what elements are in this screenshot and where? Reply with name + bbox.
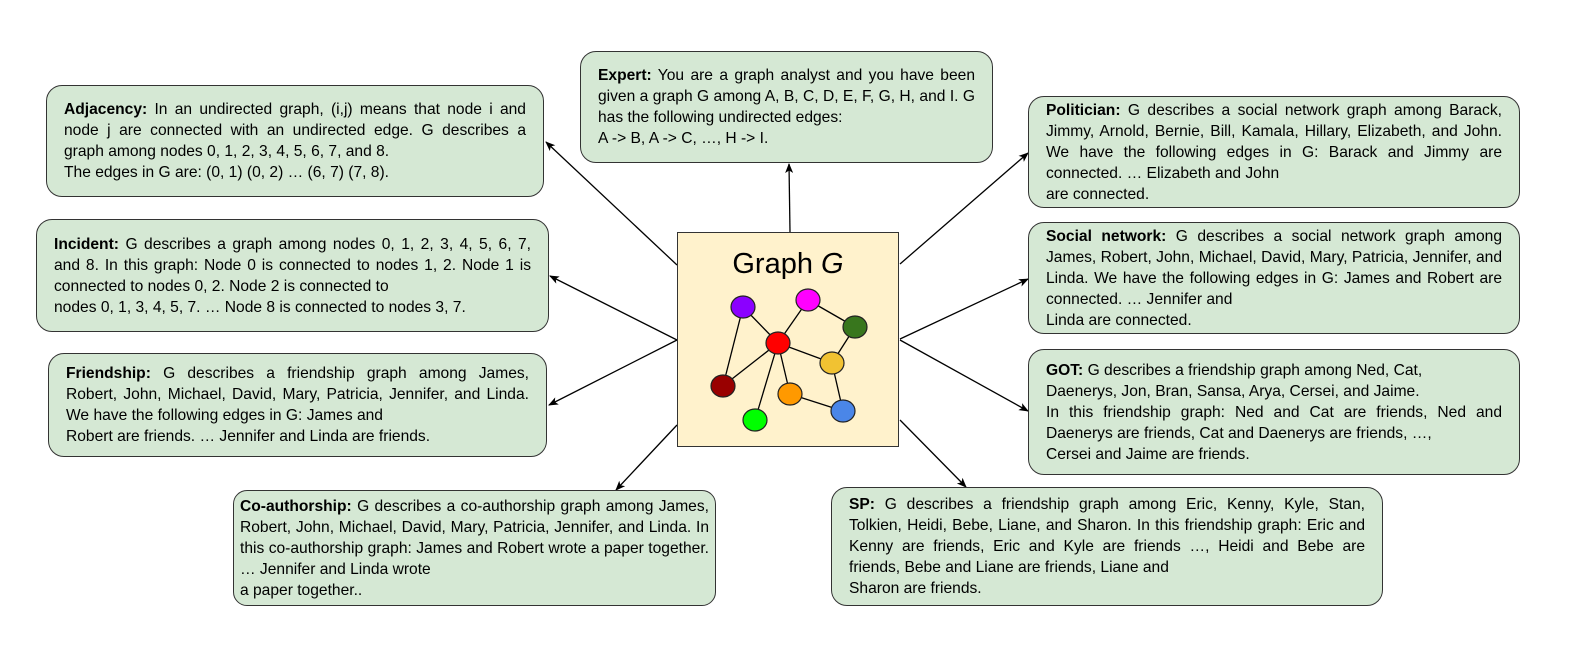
got-last-line: Cersei and Jaime are friends. bbox=[1046, 445, 1250, 463]
graph-node-darkgreen bbox=[842, 315, 868, 339]
graph-edge-red-green bbox=[754, 342, 779, 421]
friendship-text: G describes a friendship graph among Jam… bbox=[66, 365, 529, 424]
got-line-2: Daenerys, Jon, Bran, Sansa, Arya, Cersei… bbox=[1046, 382, 1420, 400]
expert-label: Expert: bbox=[598, 67, 652, 84]
incident-text: G describes a graph among nodes 0, 1, 2,… bbox=[54, 235, 531, 295]
graph-node-yellow bbox=[819, 351, 845, 375]
arrow-to-sp bbox=[899, 419, 967, 488]
coauthorship-label: Co-authorship: bbox=[240, 497, 352, 515]
social-network-last-line: Linda are connected. bbox=[1046, 311, 1192, 329]
graph-node-orange bbox=[777, 382, 803, 406]
politician-label: Politician: bbox=[1046, 101, 1121, 119]
social-network-prompt-box: Social network: G describes a social net… bbox=[1028, 222, 1520, 334]
sp-prompt-box: SP: G describes a friendship graph among… bbox=[831, 487, 1383, 606]
arrow-to-expert bbox=[785, 163, 794, 233]
got-prompt-box: GOT: G describes a friendship graph amon… bbox=[1028, 349, 1520, 475]
arrow-to-coauthorship bbox=[615, 424, 678, 491]
arrow-to-friendship bbox=[548, 339, 678, 406]
graph-node-darkred bbox=[710, 374, 736, 398]
graph-illustration bbox=[710, 288, 868, 432]
expert-text: You are a graph analyst and you have bee… bbox=[598, 67, 975, 126]
graph-node-red bbox=[765, 331, 791, 355]
graph-node-purple bbox=[730, 295, 756, 319]
adjacency-prompt-box: Adjacency: In an undirected graph, (i,j)… bbox=[46, 85, 544, 197]
expert-last-line: A -> B, A -> C, …, H -> I. bbox=[598, 130, 769, 147]
coauthorship-prompt-box: Co-authorship: G describes a co-authorsh… bbox=[233, 490, 716, 606]
friendship-last-line: Robert are friends. … Jennifer and Linda… bbox=[66, 428, 431, 445]
sp-last-line: Sharon are friends. bbox=[849, 580, 982, 597]
graph-node-blue bbox=[830, 399, 856, 423]
friendship-prompt-box: Friendship: G describes a friendship gra… bbox=[48, 353, 547, 457]
adjacency-last-line: The edges in G are: (0, 1) (0, 2) … (6, … bbox=[64, 164, 389, 181]
politician-last-line: are connected. bbox=[1046, 185, 1150, 203]
graph-node-green bbox=[742, 408, 768, 432]
politician-prompt-box: Politician: G describes a social network… bbox=[1028, 96, 1520, 208]
got-text-3: In this friendship graph: Ned and Cat ar… bbox=[1046, 403, 1502, 442]
got-label: GOT: bbox=[1046, 361, 1084, 379]
graph-title-prefix: Graph bbox=[732, 248, 822, 280]
arrow-to-politician bbox=[899, 152, 1029, 265]
arrow-to-got bbox=[899, 339, 1029, 412]
coauthorship-text: G describes a co-authorship graph among … bbox=[240, 497, 709, 578]
coauthorship-last-line: a paper together.. bbox=[240, 581, 363, 599]
graph-title-variable: G bbox=[821, 248, 844, 280]
social-network-label: Social network: bbox=[1046, 227, 1167, 245]
social-network-text: G describes a social network graph among… bbox=[1046, 227, 1502, 308]
arrow-to-incident bbox=[549, 275, 678, 341]
expert-prompt-box: Expert: You are a graph analyst and you … bbox=[580, 51, 993, 163]
sp-text: G describes a friendship graph among Eri… bbox=[849, 496, 1365, 576]
graph-node-magenta bbox=[795, 288, 821, 312]
got-text: G describes a friendship graph among Ned… bbox=[1083, 361, 1423, 379]
graph-title: Graph G bbox=[678, 247, 898, 281]
incident-last-line: nodes 0, 1, 3, 4, 5, 7. … Node 8 is conn… bbox=[54, 298, 466, 316]
arrow-to-social-network bbox=[899, 278, 1029, 340]
politician-text: G describes a social network graph among… bbox=[1046, 101, 1502, 182]
graph-edge-purple-darkred bbox=[722, 306, 744, 387]
adjacency-text: In an undirected graph, (i,j) means that… bbox=[64, 101, 526, 160]
sp-label: SP: bbox=[849, 496, 875, 513]
graph-g-panel: Graph G bbox=[677, 232, 899, 447]
friendship-label: Friendship: bbox=[66, 365, 151, 382]
incident-label: Incident: bbox=[54, 235, 119, 253]
incident-prompt-box: Incident: G describes a graph among node… bbox=[36, 219, 549, 332]
adjacency-label: Adjacency: bbox=[64, 101, 148, 118]
